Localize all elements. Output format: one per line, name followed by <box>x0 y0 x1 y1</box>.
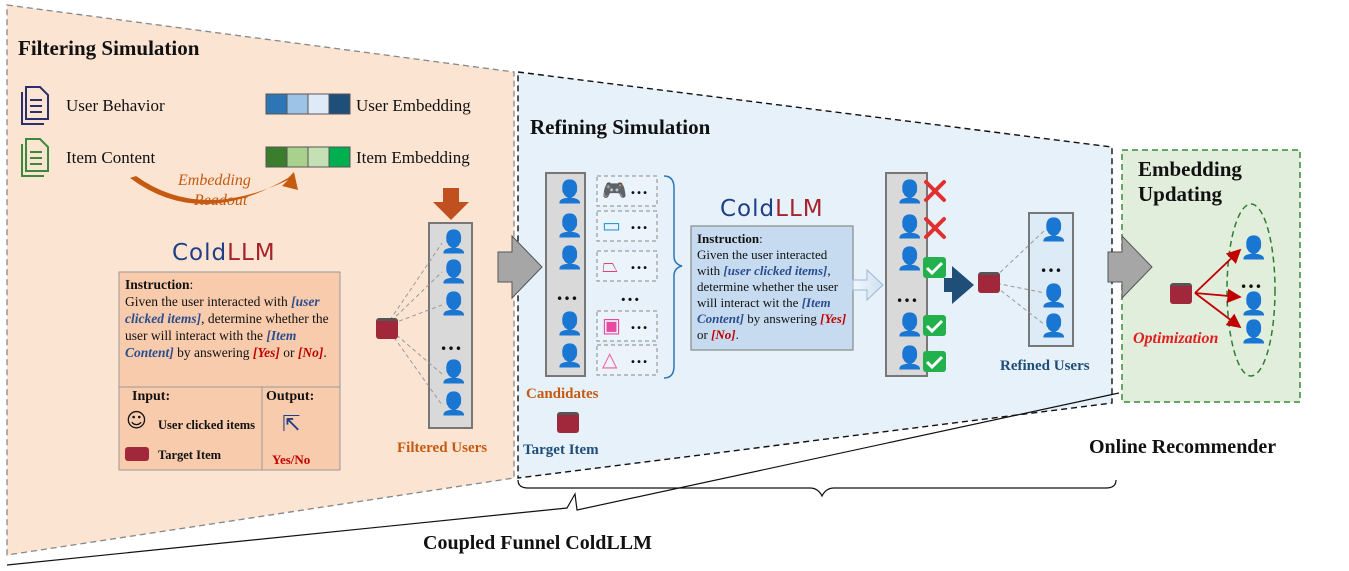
refine-ellipsis: … <box>896 282 918 307</box>
accept-check-icon-3 <box>923 351 946 372</box>
skirt-icon: ⏢ <box>602 253 618 277</box>
candidates-column <box>545 172 586 377</box>
refined-avatar-icon: 👤 <box>1040 314 1068 339</box>
coldllm-logo-refining: ColdLLM <box>720 196 824 222</box>
readout-label-1: Embedding <box>178 172 251 189</box>
perfume-icon: ▣ <box>602 313 621 337</box>
user-avatar-icon: 👤 <box>440 260 468 285</box>
refine-avatar-icon: 👤 <box>896 215 924 240</box>
item-ellipsis: … <box>630 178 648 198</box>
monitor-icon: ▭ <box>602 213 621 237</box>
candidate-avatar-icon: 👤 <box>556 214 584 239</box>
reject-x-icon-1 <box>924 180 946 202</box>
updating-title-1: Embedding <box>1138 157 1242 181</box>
target-item-label: Target Item <box>523 442 599 458</box>
refined-users-column <box>1028 212 1074 347</box>
updating-panel <box>1121 149 1301 403</box>
candidates-brace <box>663 175 683 379</box>
gamepad-icon: 🎮 <box>602 178 627 202</box>
item-ellipsis: … <box>630 313 648 333</box>
user-behavior-doc-icon <box>21 86 49 125</box>
reject-x-icon-2 <box>924 217 946 239</box>
filtering-title: Filtering Simulation <box>18 36 200 60</box>
target-bag-icon-small <box>125 447 149 461</box>
refined-users-label: Refined Users <box>1000 358 1090 374</box>
coupled-funnel-caption: Coupled Funnel ColdLLM <box>423 532 652 554</box>
filtering-prompt-box <box>118 271 341 471</box>
item-ellipsis: … <box>630 213 648 233</box>
user-embedding-label: User Embedding <box>356 96 471 115</box>
input-user-clicked-items: User clicked items <box>158 418 255 432</box>
dress-icon: △ <box>602 347 618 371</box>
item-embedding-label: Item Embedding <box>356 148 470 167</box>
input-label: Input: <box>132 389 171 404</box>
filter-target-bag-icon <box>376 318 398 339</box>
refine-avatar-icon: 👤 <box>896 346 924 371</box>
coldllm-logo-filtering: ColdLLM <box>172 240 276 266</box>
refine-avatar-icon: 👤 <box>896 313 924 338</box>
output-yes-no: Yes/No <box>272 452 311 467</box>
online-recommender-label: Online Recommender <box>1089 436 1277 458</box>
refine-navy-arrow <box>944 266 974 304</box>
output-label: Output: <box>266 389 315 404</box>
cursor-icon: ⇱ <box>282 412 301 437</box>
stage2-arrow <box>1107 234 1153 300</box>
item-content-label: Item Content <box>66 148 156 167</box>
item-ellipsis: … <box>630 253 648 273</box>
prompt-to-filter-arrow <box>852 268 884 302</box>
user-avatar-icon: 👤 <box>440 230 468 255</box>
updating-ellipsis: … <box>1240 268 1262 293</box>
embedding-readout-arrow <box>130 172 298 204</box>
user-avatar-icon: 👤 <box>440 360 468 385</box>
optimization-arrows <box>1194 248 1242 329</box>
refining-instruction: Instruction: Given the user interacted w… <box>697 231 847 342</box>
refined-avatar-icon: 👤 <box>1040 284 1068 309</box>
candidate-avatar-icon: 👤 <box>556 246 584 271</box>
item-ellipsis: … <box>630 347 648 367</box>
candidate-avatar-icon: 👤 <box>556 344 584 369</box>
filtered-ellipsis: … <box>440 330 462 355</box>
updating-avatar-icon: 👤 <box>1240 292 1268 317</box>
user-avatar-icon: 👤 <box>440 392 468 417</box>
candidate-ellipsis: … <box>556 280 578 305</box>
items-ellipsis-middle: … <box>620 284 640 306</box>
refining-prompt-box <box>690 225 854 351</box>
updating-title-2: Updating <box>1138 182 1223 206</box>
user-avatar-icon: 👤 <box>440 292 468 317</box>
updating-avatar-icon: 👤 <box>1240 236 1268 261</box>
refine-avatar-icon: 👤 <box>896 247 924 272</box>
accept-check-icon-1 <box>923 257 946 278</box>
refining-title: Refining Simulation <box>530 115 711 139</box>
refine-avatar-icon: 👤 <box>896 180 924 205</box>
candidate-item-boxes <box>596 175 658 376</box>
refine-column <box>885 172 928 377</box>
updating-target-bag-icon <box>1170 283 1192 304</box>
candidate-avatar-icon: 👤 <box>556 312 584 337</box>
refining-brace <box>517 479 1117 498</box>
coupled-funnel-brace <box>6 392 1120 566</box>
item-content-doc-icon <box>21 138 49 177</box>
item-embedding-bar <box>265 146 351 168</box>
filtered-users-label: Filtered Users <box>397 440 488 456</box>
refined-ellipsis: … <box>1040 252 1062 277</box>
filtered-users-column <box>428 222 473 429</box>
updating-user-ellipse <box>1226 203 1276 377</box>
candidates-target-bag-icon <box>557 412 579 433</box>
candidate-avatar-icon: 👤 <box>556 180 584 205</box>
accept-check-icon-2 <box>923 315 946 336</box>
user-behavior-label: User Behavior <box>66 96 165 115</box>
updating-avatar-icon: 👤 <box>1240 320 1268 345</box>
optimization-label: Optimization <box>1133 330 1219 347</box>
user-embedding-bar <box>265 93 351 115</box>
user-outline-icon: ☺ <box>126 408 147 432</box>
filtering-instruction: Instruction: Given the user interacted w… <box>125 277 329 360</box>
input-target-item: Target Item <box>158 448 222 462</box>
candidates-label: Candidates <box>526 386 599 402</box>
filter-down-arrow <box>433 188 469 220</box>
refined-avatar-icon: 👤 <box>1040 218 1068 243</box>
stage1-arrow <box>497 234 543 300</box>
refine-target-bag-icon <box>978 272 1000 293</box>
readout-label-2: Readout <box>194 192 248 209</box>
